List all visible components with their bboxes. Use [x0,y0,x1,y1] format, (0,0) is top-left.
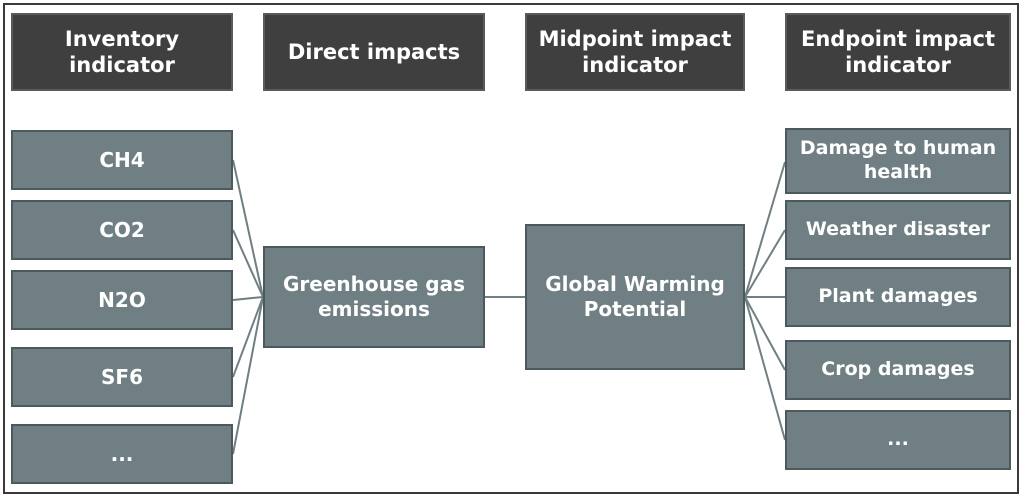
inventory-item-sf6: SF6 [11,347,233,407]
midpoint-impact-global-warming-potential: Global Warming Potential [525,224,745,370]
endpoint-item-plant-damages: Plant damages [785,267,1011,327]
inventory-item-other: ... [11,424,233,484]
header-direct-impacts: Direct impacts [263,13,485,91]
endpoint-item-other: ... [785,410,1011,470]
header-endpoint-impact-indicator: Endpoint impact indicator [785,13,1011,91]
inventory-item-co2: CO2 [11,200,233,260]
direct-impact-greenhouse-gas-emissions: Greenhouse gas emissions [263,246,485,348]
header-midpoint-impact-indicator: Midpoint impact indicator [525,13,745,91]
endpoint-item-human-health: Damage to human health [785,128,1011,194]
inventory-item-n2o: N2O [11,270,233,330]
header-inventory-indicator: Inventory indicator [11,13,233,91]
endpoint-item-crop-damages: Crop damages [785,340,1011,400]
inventory-item-ch4: CH4 [11,130,233,190]
diagram-frame [3,3,1019,494]
endpoint-item-weather-disaster: Weather disaster [785,200,1011,260]
